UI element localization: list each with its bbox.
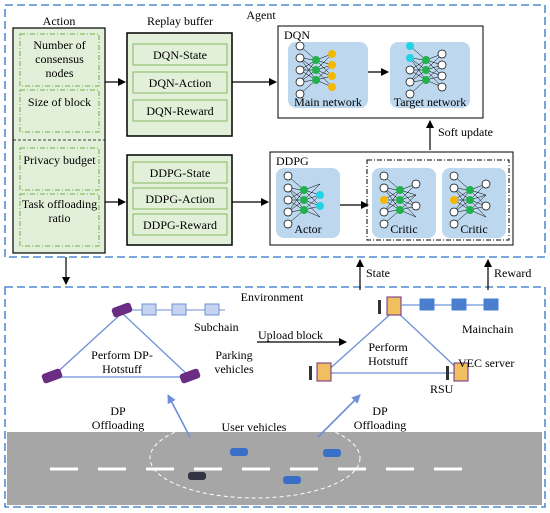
rsu-antenna-icon [309, 300, 449, 380]
ddpg-reward-label: DDPG-Reward [143, 218, 217, 232]
environment-title: Environment [240, 290, 304, 304]
ddpg-state-label: DDPG-State [149, 166, 211, 180]
replay-buffer-title: Replay buffer [146, 14, 214, 28]
action-item-box [19, 89, 100, 133]
vec-server-label: VEC server [458, 356, 515, 370]
agent-title: Agent [246, 8, 276, 22]
user-vehicle-cluster [149, 417, 361, 499]
action-item-privacy-budget: Privacy budget [23, 153, 96, 167]
dqn-title: DQN [284, 28, 310, 42]
action-title: Action [42, 14, 76, 28]
parking-vehicle-icon [41, 302, 201, 384]
dqn-reward-label: DQN-Reward [146, 104, 214, 118]
dp-hotstuff-triangle [50, 312, 192, 378]
reward-label: Reward [494, 266, 532, 280]
user-vehicles-label: User vehicles [221, 420, 287, 434]
target-network-label: Target network [393, 95, 467, 109]
server-icon [316, 296, 469, 382]
action-item-box [19, 193, 100, 247]
agent-container [4, 4, 546, 258]
critic-label-2: Critic [460, 222, 488, 236]
action-item-box [19, 33, 100, 87]
parking-vehicles-label: Parking vehicles [214, 348, 254, 376]
ddpg-action-label: DDPG-Action [145, 192, 215, 206]
mainchain-blocks [402, 298, 499, 311]
critic-label-1: Critic [390, 222, 418, 236]
dp-offloading-right-label: DP Offloading [353, 404, 407, 432]
main-network-panel [288, 42, 368, 108]
dqn-state-label: DQN-State [153, 48, 207, 62]
dp-offloading-left-label: DP Offloading [91, 404, 145, 432]
mainchain-label: Mainchain [462, 322, 514, 336]
user-vehicle-icon [188, 448, 341, 484]
perform-dp-hotstuff-label: Perform DP-Hotstuff [91, 348, 153, 376]
dqn-action-label: DQN-Action [148, 76, 212, 90]
action-item-block-size: Size of block [27, 95, 92, 109]
upload-block-label: Upload block [258, 328, 323, 342]
action-item-offloading-ratio: Task offloading ratio [21, 197, 98, 225]
main-network-label: Main network [294, 95, 362, 109]
hotstuff-triangle [323, 309, 464, 374]
subchain-blocks [132, 303, 225, 316]
actor-label: Actor [294, 222, 322, 236]
rsu-label: RSU [430, 382, 454, 396]
ddpg-title: DDPG [276, 154, 309, 168]
environment-container [4, 286, 546, 508]
subchain-label: Subchain [194, 320, 239, 334]
soft-update-label: Soft update [438, 125, 493, 139]
state-label: State [366, 266, 390, 280]
action-item-consensus-nodes: Number of consensus nodes [33, 38, 86, 80]
perform-hotstuff-label: Perform Hotstuff [368, 340, 408, 368]
action-item-box [19, 147, 100, 191]
